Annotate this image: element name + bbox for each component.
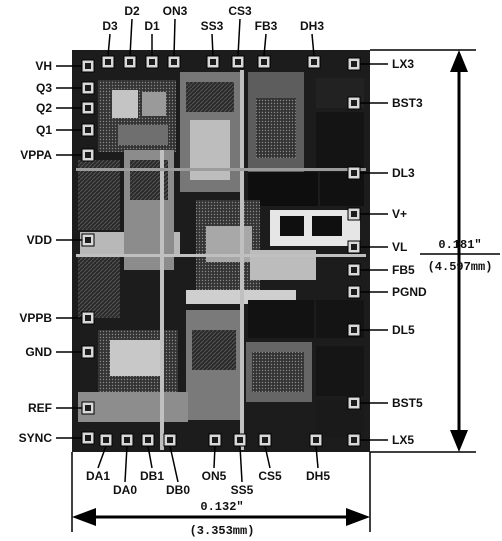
- pin-dl3-pad-core: [351, 170, 357, 176]
- pin-label-pgnd: PGND: [392, 285, 427, 299]
- pin-on5-leader: [213, 445, 216, 469]
- pin-q3-pad-core: [85, 85, 91, 91]
- pin-fb3-leader: [263, 33, 267, 57]
- pin-label-d2: D2: [124, 4, 140, 18]
- pin-on3-pad-core: [171, 59, 177, 65]
- pin-vppa-pad-core: [85, 152, 91, 158]
- pin-label-da1: DA1: [86, 469, 110, 483]
- pin-cs3-leader: [237, 18, 241, 57]
- pin-d3-leader: [107, 33, 111, 57]
- pin-label-da0: DA0: [113, 483, 137, 497]
- pin-da1-leader: [97, 445, 107, 469]
- pin-label-dl3: DL3: [392, 166, 415, 180]
- pin-label-q2: Q2: [36, 101, 52, 115]
- pin-label-d1: D1: [144, 19, 160, 33]
- pin-ref-pad-core: [85, 405, 91, 411]
- pin-dh3-pad-core: [311, 59, 317, 65]
- pin-vplus-pad-core: [351, 211, 357, 217]
- pin-label-db1: DB1: [140, 469, 164, 483]
- pin-pgnd-pad-core: [351, 289, 357, 295]
- pin-label-dh5: DH5: [306, 469, 330, 483]
- pin-ss5-leader: [239, 445, 243, 483]
- height-mm-label: (4.597mm): [428, 260, 493, 274]
- pin-label-vdd: VDD: [27, 233, 53, 247]
- die-circuitry: [76, 70, 366, 450]
- pin-q2-pad-core: [85, 105, 91, 111]
- pin-fb5-pad-core: [351, 267, 357, 273]
- width-dimension: 0.132" (3.353mm): [71, 452, 371, 538]
- pin-label-vl: VL: [392, 240, 407, 254]
- pin-label-d3: D3: [102, 19, 118, 33]
- pin-cs5-pad-core: [262, 437, 268, 443]
- pin-label-on5: ON5: [202, 469, 227, 483]
- pin-bst3-pad-core: [351, 100, 357, 106]
- pin-dl5-pad-core: [351, 327, 357, 333]
- pin-label-lx5: LX5: [392, 433, 414, 447]
- pin-dh5-pad-core: [313, 437, 319, 443]
- pin-label-vplus: V+: [392, 207, 407, 221]
- pin-label-dl5: DL5: [392, 323, 415, 337]
- pin-da1-pad-core: [103, 437, 109, 443]
- pin-db0-leader: [169, 445, 179, 483]
- pin-label-on3: ON3: [163, 4, 188, 18]
- width-inches-label: 0.132": [200, 500, 243, 514]
- pin-on5-pad-core: [212, 437, 218, 443]
- pin-label-db0: DB0: [166, 483, 190, 497]
- pin-da0-leader: [124, 445, 128, 483]
- pin-on3-leader: [173, 18, 176, 57]
- pin-vppb-pad-core: [85, 315, 91, 321]
- pin-d1-pad-core: [149, 59, 155, 65]
- pin-label-sync: SYNC: [19, 431, 53, 445]
- height-dimension: 0.181" (4.597mm): [370, 49, 500, 453]
- pin-dh3-leader: [311, 33, 315, 57]
- height-inches-label: 0.181": [438, 238, 481, 252]
- pin-db1-leader: [147, 445, 153, 469]
- pin-label-lx3: LX3: [392, 57, 414, 71]
- width-mm-label: (3.353mm): [190, 524, 255, 538]
- pin-label-bst5: BST5: [392, 396, 423, 410]
- pin-ss3-pad-core: [210, 59, 216, 65]
- pin-label-cs5: CS5: [258, 469, 282, 483]
- pin-label-ref: REF: [28, 401, 52, 415]
- pin-label-q3: Q3: [36, 81, 52, 95]
- pin-label-bst3: BST3: [392, 96, 423, 110]
- pin-label-vppa: VPPA: [20, 148, 52, 162]
- pin-db1-pad-core: [145, 437, 151, 443]
- pin-lx5-pad-core: [351, 437, 357, 443]
- pin-da0-pad-core: [124, 437, 130, 443]
- pin-label-vh: VH: [35, 59, 52, 73]
- pin-label-fb3: FB3: [255, 19, 278, 33]
- pin-label-gnd: GND: [25, 345, 52, 359]
- pin-label-ss5: SS5: [231, 483, 254, 497]
- pin-vl-pad-core: [351, 244, 357, 250]
- pin-cs3-pad-core: [235, 59, 241, 65]
- pin-label-dh3: DH3: [300, 19, 324, 33]
- pin-fb3-pad-core: [261, 59, 267, 65]
- pin-label-ss3: SS3: [201, 19, 224, 33]
- pin-label-q1: Q1: [36, 123, 52, 137]
- pin-label-cs3: CS3: [228, 4, 252, 18]
- pin-label-fb5: FB5: [392, 263, 415, 277]
- pin-gnd-pad-core: [85, 349, 91, 355]
- pin-cs5-leader: [264, 445, 271, 469]
- pin-vh-pad-core: [85, 63, 91, 69]
- pin-ss3-leader: [211, 33, 214, 57]
- pin-bst5-pad-core: [351, 400, 357, 406]
- pin-sync-pad-core: [85, 435, 91, 441]
- pin-label-vppb: VPPB: [19, 311, 52, 325]
- pin-lx3-pad-core: [351, 61, 357, 67]
- pin-d3-pad-core: [105, 59, 111, 65]
- pin-d2-leader: [129, 18, 133, 57]
- pin-ss5-pad-core: [237, 437, 243, 443]
- pin-vdd-pad-core: [85, 237, 91, 243]
- pin-dh5-leader: [315, 445, 319, 469]
- pin-q1-pad-core: [85, 127, 91, 133]
- pin-db0-pad-core: [167, 437, 173, 443]
- pin-d2-pad-core: [127, 59, 133, 65]
